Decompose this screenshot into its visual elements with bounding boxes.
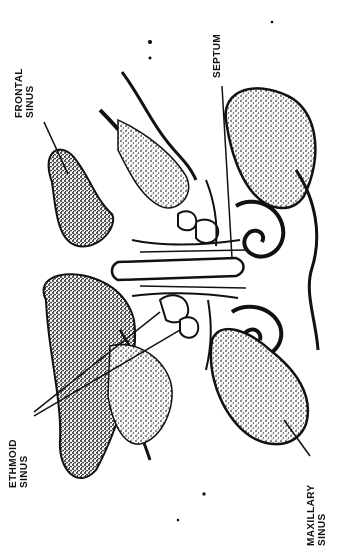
- maxillary-sinus-lower: [211, 329, 308, 444]
- print-speck: [149, 57, 152, 60]
- frontal-sinus-upper-left: [49, 150, 114, 247]
- label-ethmoid-line-2: SINUS: [19, 439, 30, 488]
- ethmoid-cell: [178, 211, 196, 230]
- print-speck: [271, 21, 274, 24]
- turbinate-mass-left-lower: [108, 344, 172, 444]
- print-speck: [177, 519, 180, 522]
- septum-stroke: [132, 240, 240, 245]
- label-maxillary-line-1: MAXILLARY: [306, 484, 317, 546]
- label-maxillary-sinus: MAXILLARY SINUS: [306, 484, 328, 546]
- turbinate-mass-left: [118, 120, 189, 208]
- ethmoid-cell: [196, 220, 218, 243]
- maxillary-sinus-upper: [226, 88, 316, 208]
- nasal-septum: [112, 258, 244, 280]
- label-frontal-sinus: FRONTAL SINUS: [14, 68, 36, 118]
- septum-stroke: [140, 250, 246, 252]
- septum-stroke: [140, 286, 246, 288]
- label-maxillary-line-2: SINUS: [317, 484, 328, 546]
- print-speck: [202, 492, 205, 495]
- print-speck: [148, 40, 152, 44]
- label-ethmoid-line-1: ETHMOID: [8, 439, 19, 488]
- turbinate-curl-upper: [236, 202, 283, 257]
- label-septum-text: SEPTUM: [212, 34, 223, 78]
- label-frontal-line-1: FRONTAL: [14, 68, 25, 118]
- septum-stroke: [132, 293, 238, 298]
- label-ethmoid-sinus: ETHMOID SINUS: [8, 439, 30, 488]
- label-septum: SEPTUM: [212, 34, 223, 78]
- ethmoid-cell: [180, 317, 198, 338]
- label-frontal-line-2: SINUS: [25, 68, 36, 118]
